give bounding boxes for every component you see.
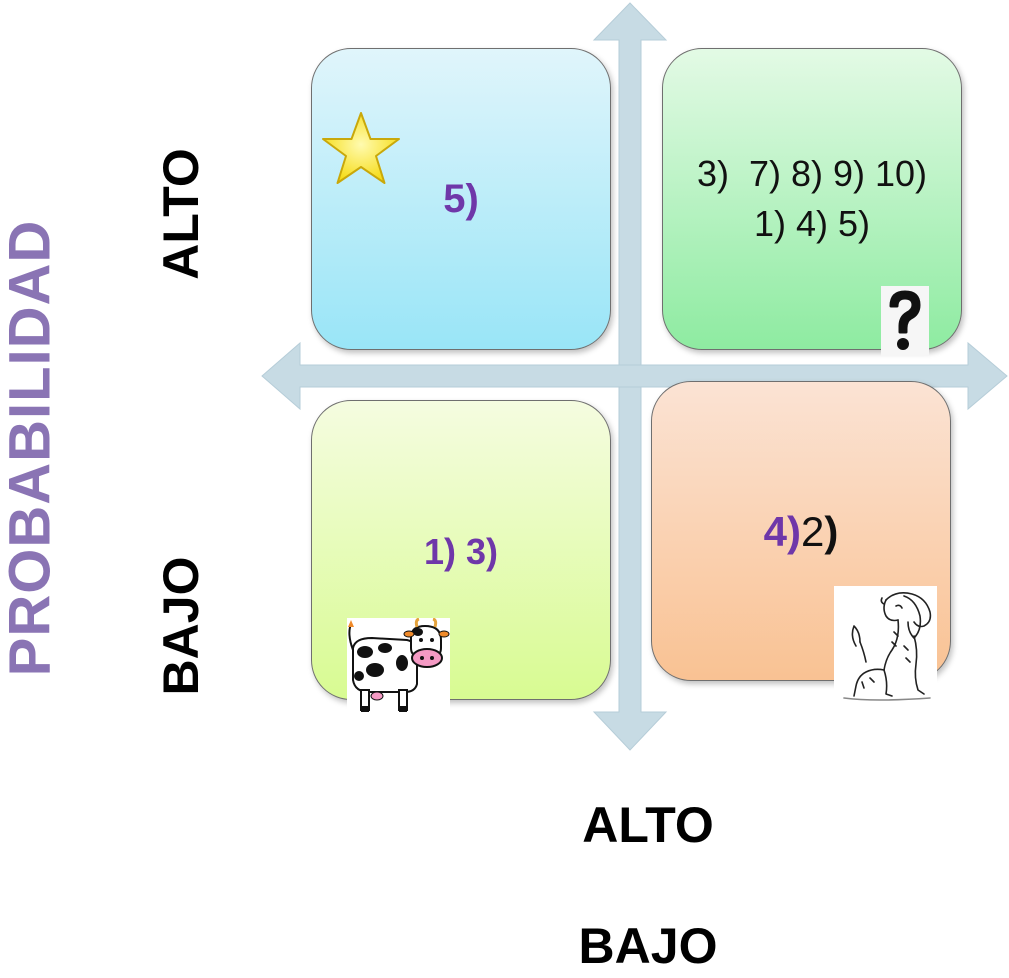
x-axis-high-label: ALTO [582, 797, 714, 853]
x-axis-low-label: BAJO [578, 918, 718, 974]
question-mark-icon [881, 286, 929, 356]
quadrant-top-right-line2: 1) 4) 5) [753, 203, 871, 244]
quadrant-bottom-left-text: 1) 3) [423, 531, 499, 572]
quadrant-bottom-right-paren: ) [824, 508, 839, 555]
quadrant-top-left: 5) [311, 48, 611, 350]
star-icon [322, 112, 400, 184]
y-axis-high-label: ALTO [153, 148, 209, 280]
quadrant-bottom-right-number: 2 [801, 508, 825, 555]
quadrant-top-left-text: 5) [443, 177, 479, 221]
y-axis-low-label: BAJO [153, 556, 209, 696]
horizontal-axis-arrow [261, 341, 1008, 411]
quadrant-bottom-right-text: 4)2) [652, 508, 950, 556]
y-axis-title: PROBABILIDAD [0, 219, 63, 677]
quadrant-bottom-right-purple: 4) [763, 508, 801, 555]
quadrant-top-right-line1: 3) 7) 8) 9) 10) [696, 153, 928, 194]
cow-icon [347, 617, 450, 718]
dog-icon [834, 586, 937, 704]
